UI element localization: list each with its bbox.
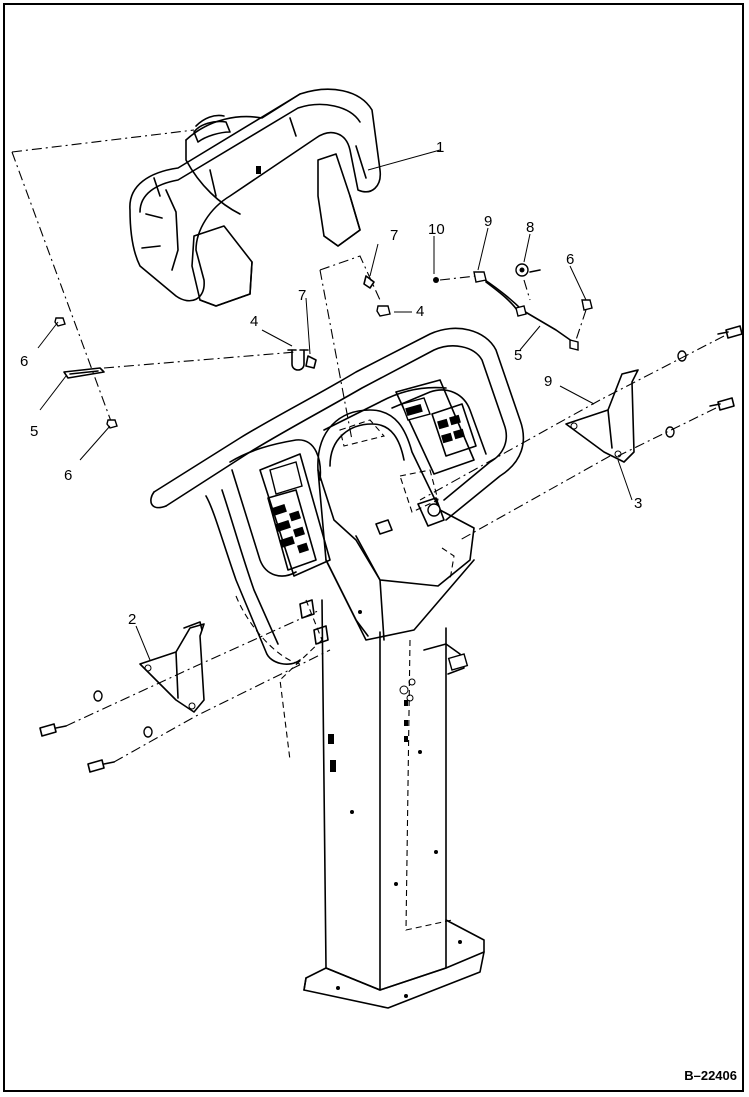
assembly-line-handle-left (11, 151, 113, 425)
assembly-line-handle-top (11, 129, 195, 153)
callout-7-right: 7 (390, 227, 398, 244)
washer-9-top (473, 271, 487, 283)
drawing-number: B–22406 (684, 1068, 737, 1083)
nut-6-left-bottom (106, 419, 118, 429)
harness-5-right (481, 277, 577, 345)
nut-6-right (581, 299, 593, 311)
handle-cushion-part-1 (129, 88, 382, 307)
callout-9-top: 9 (484, 213, 492, 230)
u-bolt-4-right (376, 305, 391, 317)
callout-5-left: 5 (30, 423, 38, 440)
callout-6-right: 6 (566, 251, 574, 268)
hardware-left-group (54, 317, 317, 429)
support-column (321, 599, 447, 991)
callout-6-left-top: 6 (20, 353, 28, 370)
assembly-line-column-top (319, 269, 353, 441)
callout-4-right: 4 (416, 303, 424, 320)
nut-6-left-top (54, 317, 66, 327)
callout-1: 1 (436, 139, 444, 156)
assembly-line-u-bolt-right (319, 255, 381, 301)
drawing-border (3, 3, 744, 1092)
bolts-right (419, 325, 743, 541)
callout-5-right: 5 (514, 347, 522, 364)
screw-10 (433, 277, 439, 283)
assembly-line-pin (103, 351, 297, 369)
callout-10: 10 (428, 221, 445, 238)
callout-7-left: 7 (298, 287, 306, 304)
bracket-part-3 (565, 369, 639, 463)
leader-1 (367, 149, 441, 171)
callout-8: 8 (526, 219, 534, 236)
callout-4-left: 4 (250, 313, 258, 330)
pin-5-left (63, 367, 105, 379)
right-instrument-panel (395, 379, 475, 475)
callout-2: 2 (128, 611, 136, 628)
clip-7-right (363, 275, 375, 289)
callout-3: 3 (634, 495, 642, 512)
u-bolt-4-left (291, 349, 305, 371)
clip-7-left (305, 355, 317, 369)
callout-9-right: 9 (544, 373, 552, 390)
bolts-left (39, 609, 331, 773)
control-tower-assembly (150, 327, 525, 1009)
base-plate (303, 951, 485, 1009)
callout-labels: 1 10 9 8 7 6 4 7 4 6 5 6 5 9 3 2 (20, 139, 642, 628)
hardware-right-group (363, 263, 593, 351)
callout-6-left-bottom: 6 (64, 467, 72, 484)
